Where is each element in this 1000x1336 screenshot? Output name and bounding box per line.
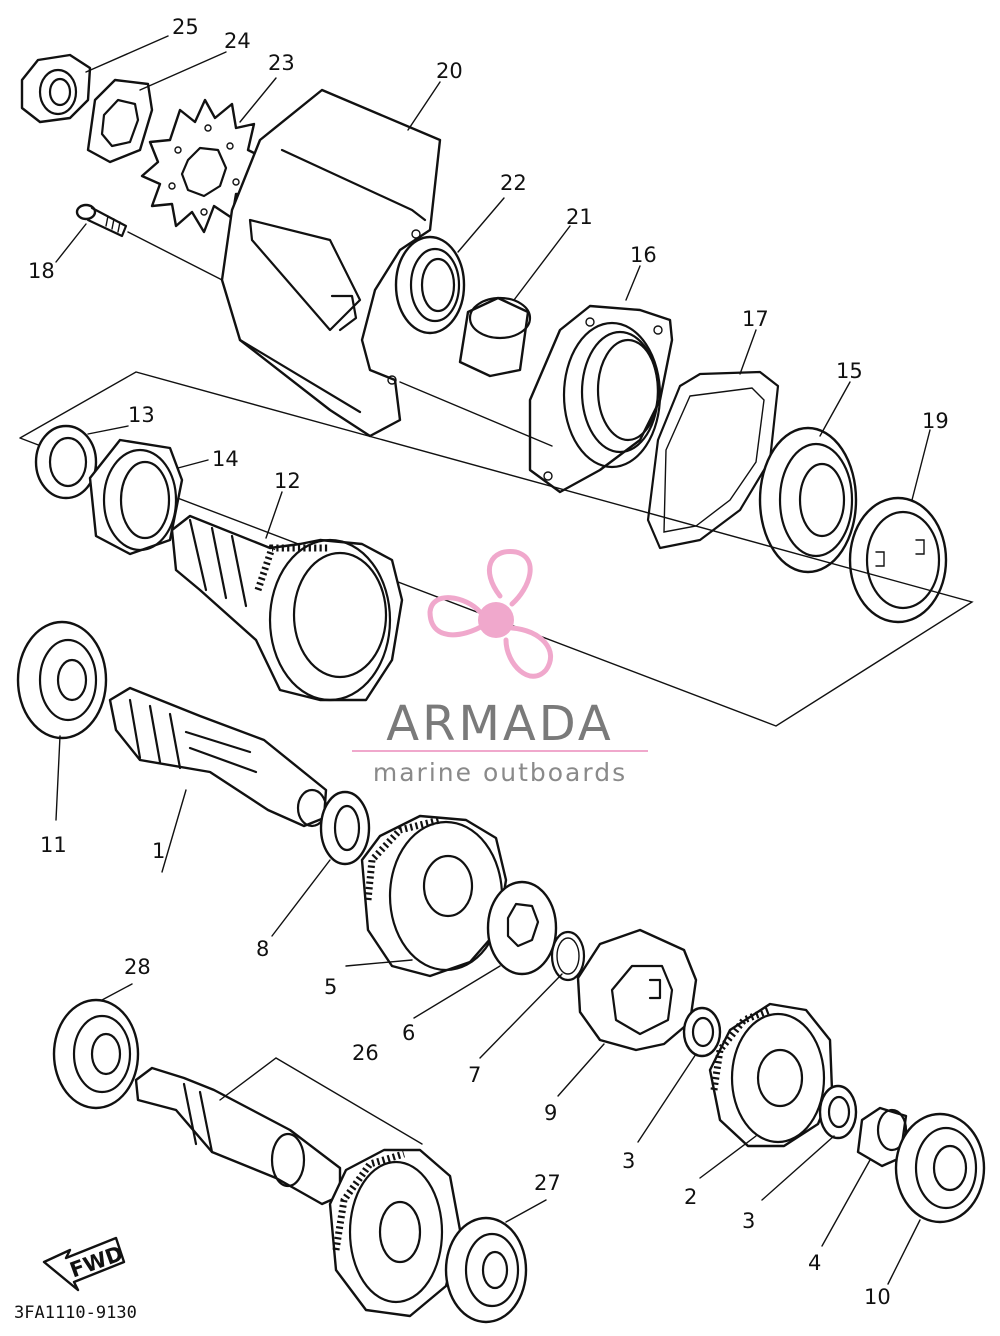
callout-24: 24 [224,29,251,53]
oil-seal-part-22 [394,235,466,335]
callout-5: 5 [324,975,337,999]
main-shaft-part-1 [108,686,328,828]
dog-clutch-part-9 [576,928,698,1052]
callout-28: 28 [124,955,151,979]
nut-part-25 [20,53,92,124]
bush-part-4 [856,1106,908,1168]
callout-15: 15 [836,359,863,383]
washer-part-3b [818,1084,858,1140]
lock-ring-part-19 [848,496,948,624]
callout-1: 1 [152,839,165,863]
lock-plate-part-6 [486,880,558,976]
propeller-hub [478,602,514,638]
sprocket-cover-part-20 [220,88,442,438]
callout-27: 27 [534,1171,561,1195]
callout-10: 10 [864,1285,891,1309]
callout-14: 14 [212,447,239,471]
callout-26: 26 [352,1041,379,1065]
armada-logo: ARMADA marine outboards [352,549,648,787]
callout-4: 4 [808,1251,821,1275]
leader-lines [55,35,931,1285]
sprocket-part-23 [140,98,266,234]
lock-washer-part-24 [86,78,154,164]
callout-3a: 3 [622,1149,635,1173]
gear-part-2 [708,1002,834,1148]
brand-name: ARMADA [386,696,613,752]
callout-3b: 3 [742,1209,755,1233]
callout-22: 22 [500,171,527,195]
bearing-part-28 [52,998,140,1110]
callout-18: 18 [28,259,55,283]
callout-13: 13 [128,403,155,427]
guide-line-2 [399,381,553,447]
callout-25: 25 [172,15,199,39]
forward-arrow-icon [42,1236,126,1292]
callout-17: 17 [742,307,769,331]
bearing-part-10 [894,1112,986,1224]
callout-21: 21 [566,205,593,229]
callout-7: 7 [468,1063,481,1087]
bearing-part-27 [444,1216,528,1324]
bearing-housing-part-16 [528,304,674,494]
propeller-icon [427,549,554,679]
gasket-part-17 [646,370,780,550]
callout-2: 2 [684,1185,697,1209]
callout-19: 19 [922,409,949,433]
callout-6: 6 [402,1021,415,1045]
callout-8: 8 [256,937,269,961]
callout-9: 9 [544,1101,557,1125]
diagram-code: 3FA1110-9130 [14,1303,137,1323]
guide-line [127,231,231,285]
callout-16: 16 [630,243,657,267]
washer-part-3a [682,1006,722,1058]
bolt-part-18 [75,203,128,238]
callout-12: 12 [274,469,301,493]
callout-23: 23 [268,51,295,75]
callout-20: 20 [436,59,463,83]
circlip-part-7 [550,930,586,982]
washer-part-13 [34,424,98,500]
brand-tagline: marine outboards [373,758,627,787]
callout-labels: 1 2 3 3 4 5 6 7 8 9 10 11 12 13 14 15 16… [28,15,949,1309]
callout-11: 11 [40,833,67,857]
gear-part-5 [360,814,508,978]
gear-shaft-part-12 [170,514,404,702]
washer-part-8 [319,790,371,866]
needle-bearing-part-14 [88,438,184,556]
drive-shaft-part-26 [134,1066,462,1318]
collar-part-21 [458,296,532,378]
bearing-part-11 [16,620,108,740]
bearing-part-15 [758,426,858,574]
